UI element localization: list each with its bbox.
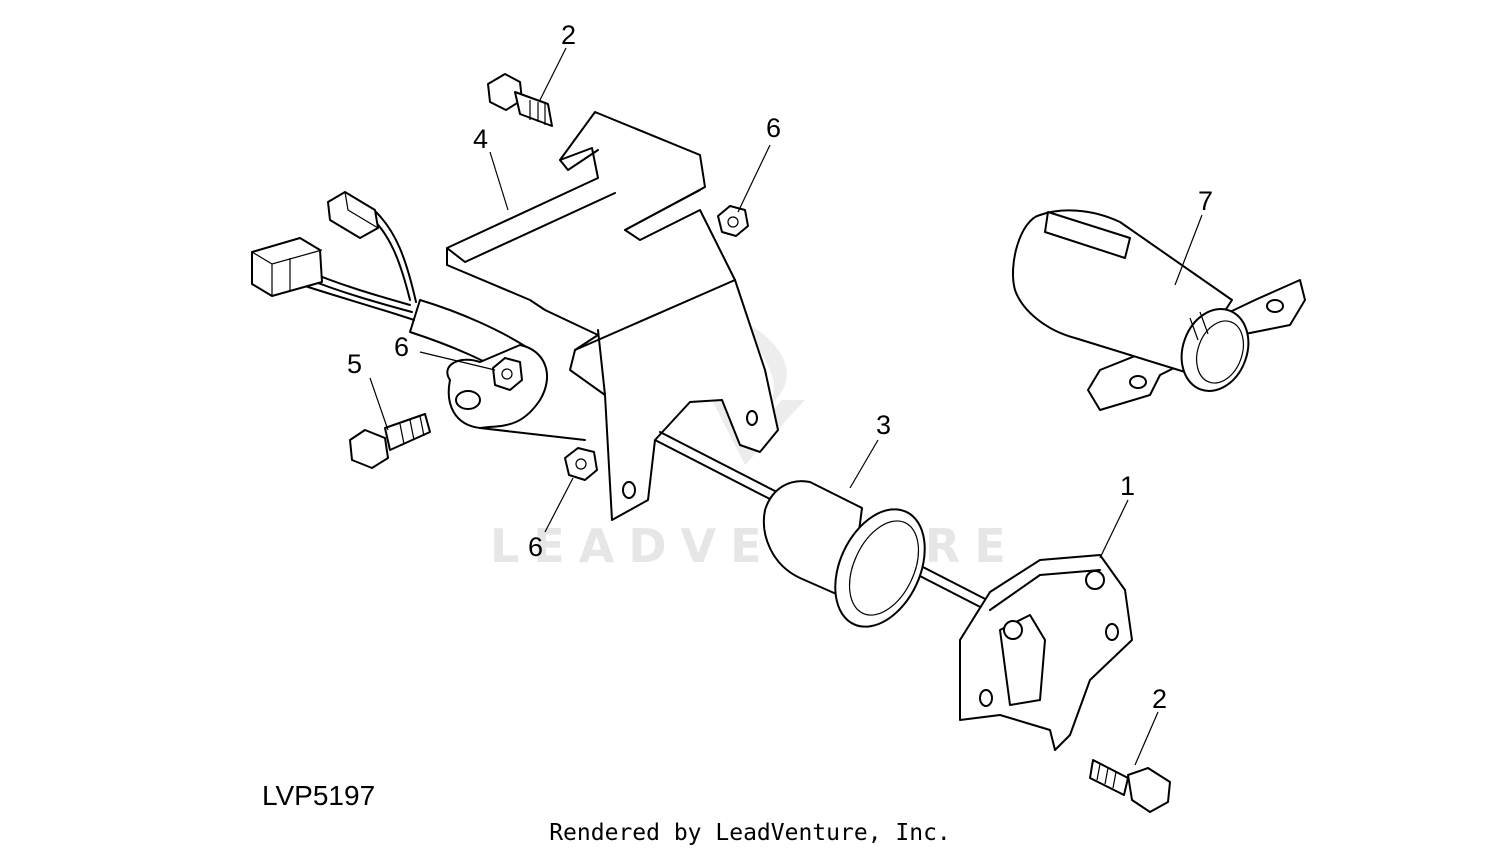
adapter-7way bbox=[1011, 209, 1306, 411]
callout-sleeve: 3 bbox=[876, 410, 891, 440]
callout-adapter: 7 bbox=[1198, 186, 1213, 216]
callouts: 2 4 6 7 6 5 3 1 6 2 bbox=[347, 20, 1213, 714]
connector-2pin bbox=[327, 191, 379, 239]
trailer-socket bbox=[959, 554, 1133, 751]
callout-nut-bottom: 6 bbox=[528, 532, 543, 562]
leader-lines bbox=[369, 47, 1203, 766]
bolt-left bbox=[349, 413, 431, 469]
callout-bolt-left: 5 bbox=[347, 349, 362, 379]
callout-socket: 1 bbox=[1120, 471, 1135, 501]
callout-bolt-top: 2 bbox=[561, 20, 576, 50]
render-credit: Rendered by LeadVenture, Inc. bbox=[549, 820, 951, 846]
figure-id-label: LVP5197 bbox=[262, 780, 376, 811]
callout-nut-top: 6 bbox=[766, 113, 781, 143]
nut-harness bbox=[492, 357, 523, 391]
wiring-harness bbox=[251, 191, 529, 379]
connector-4pin bbox=[251, 237, 323, 297]
nut-bottom bbox=[564, 447, 598, 481]
bolt-bottom bbox=[1089, 759, 1171, 813]
nut-top bbox=[717, 205, 749, 237]
callout-bracket: 4 bbox=[473, 124, 488, 154]
watermark-text: LEADVENTURE bbox=[490, 519, 1020, 573]
callout-bolt-bottom: 2 bbox=[1152, 684, 1167, 714]
bolt-top bbox=[487, 73, 553, 127]
rubber-sleeve bbox=[763, 480, 926, 628]
callout-nut-harness: 6 bbox=[394, 332, 409, 362]
